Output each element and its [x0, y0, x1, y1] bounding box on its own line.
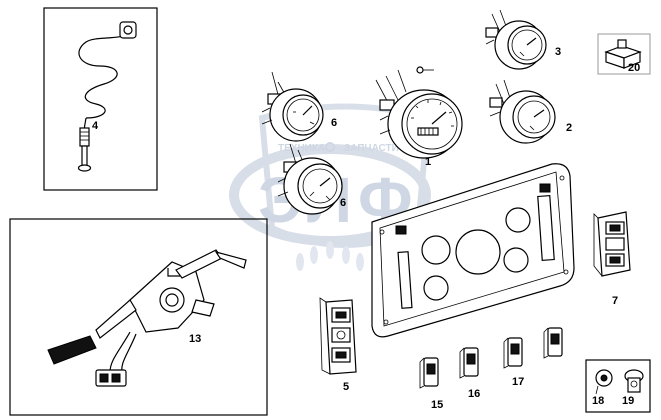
callout-20: 20	[628, 62, 640, 74]
callout-19: 19	[622, 395, 634, 407]
watermark-gear-icon	[325, 142, 335, 152]
callout-1: 1	[425, 156, 431, 168]
watermark-wheat-icon	[296, 241, 364, 271]
watermark-word-left: ТЕХНИКА	[278, 143, 325, 154]
callout-6b: 6	[340, 197, 346, 209]
part-20-frame	[597, 33, 651, 75]
gauge-3-part	[485, 9, 547, 70]
callout-2: 2	[566, 122, 572, 134]
callout-5: 5	[343, 381, 349, 393]
socket-group-frame	[585, 359, 651, 413]
callout-16: 16	[468, 388, 480, 400]
speedometer-cable-part	[77, 21, 137, 172]
gauge-lower-6-part	[277, 143, 343, 215]
callout-17: 17	[512, 376, 524, 388]
part-20	[604, 39, 642, 69]
cable-group-frame	[43, 7, 158, 191]
callout-7: 7	[612, 295, 618, 307]
column-switch-part	[47, 249, 247, 387]
rocker-switch-16-part	[459, 347, 479, 379]
rocker-switch-15-part	[419, 357, 439, 389]
rocker-switch-extra-part	[543, 327, 563, 359]
watermark-word-right: ЗАПЧАСТИ	[344, 143, 399, 154]
callout-3: 3	[555, 46, 561, 58]
callout-13: 13	[189, 333, 201, 345]
rocker-switch-17-part	[503, 337, 523, 369]
speedometer-1-part	[375, 66, 463, 159]
switch-group-frame	[9, 218, 268, 416]
callout-18: 18	[592, 395, 604, 407]
switch-stack-5-part	[319, 297, 357, 375]
gauge-upper-6-part	[261, 71, 324, 142]
plug-19-part	[624, 369, 644, 393]
callout-6a: 6	[331, 117, 337, 129]
instrument-panel-part	[371, 163, 575, 338]
switch-stack-7-part	[593, 211, 631, 277]
gauge-2-part	[489, 79, 556, 144]
callout-4: 4	[92, 120, 99, 132]
callout-15: 15	[431, 399, 443, 411]
socket-18-part	[595, 369, 613, 395]
